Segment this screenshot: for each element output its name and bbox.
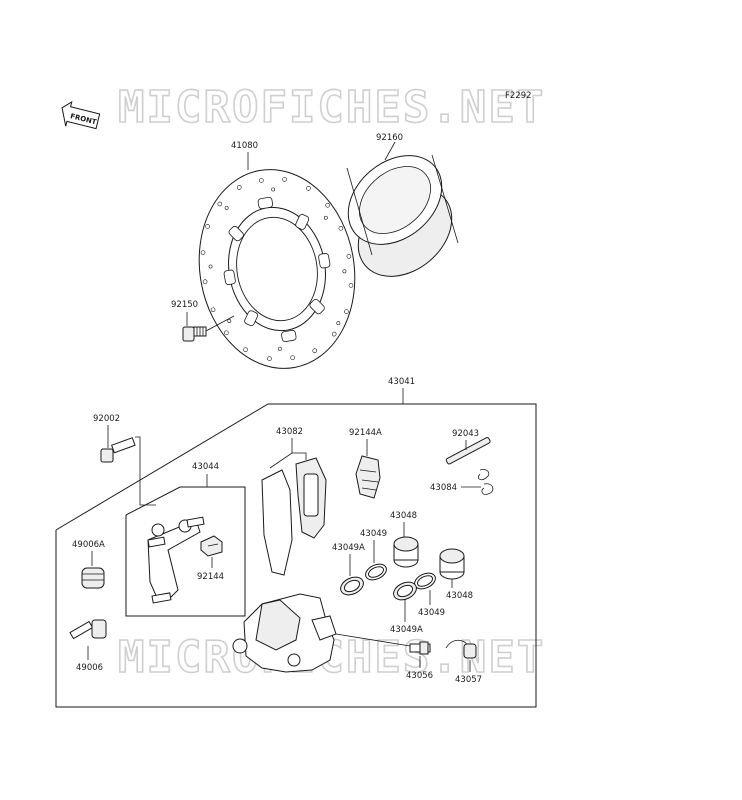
watermark-top: MICROFICHES.NET	[118, 82, 545, 133]
label-43041[interactable]: 43041	[388, 377, 415, 387]
brake-disc-41080[interactable]	[184, 157, 370, 381]
cap-43057[interactable]	[445, 639, 477, 659]
bolt-92150[interactable]	[182, 326, 207, 342]
pin-92043[interactable]	[445, 437, 491, 481]
clip-92144[interactable]	[200, 535, 223, 557]
leader-92002b	[135, 436, 156, 506]
figure-code: F2292	[505, 91, 532, 101]
piston-43048-upper[interactable]	[393, 536, 419, 568]
frame-43041	[55, 403, 537, 708]
label-43048b[interactable]: 43048	[446, 591, 473, 601]
label-43082[interactable]: 43082	[276, 427, 303, 437]
leader-43082	[269, 452, 307, 469]
label-49006A[interactable]: 49006A	[72, 540, 105, 550]
seal-43049-lower[interactable]	[412, 570, 438, 592]
bleeder-valve-43056[interactable]	[409, 641, 431, 655]
label-92002[interactable]: 92002	[93, 414, 120, 424]
label-43049a[interactable]: 43049	[360, 529, 387, 539]
leader-92150b	[205, 315, 235, 332]
pad-spring-92144A[interactable]	[355, 455, 381, 499]
leader-43056a	[335, 633, 411, 647]
ring-92160[interactable]	[331, 137, 470, 294]
label-92144[interactable]: 92144	[197, 572, 224, 582]
label-43049Ab[interactable]: 43049A	[390, 625, 423, 635]
leader-92160	[384, 141, 396, 161]
label-92150[interactable]: 92150	[171, 300, 198, 310]
label-92043[interactable]: 92043	[452, 429, 479, 439]
brake-pad-43082[interactable]	[261, 457, 327, 576]
label-41080[interactable]: 41080	[231, 141, 258, 151]
boot-49006A[interactable]	[81, 567, 105, 589]
label-49006[interactable]: 49006	[76, 663, 103, 673]
slide-pin-49006[interactable]	[69, 619, 107, 640]
label-43044[interactable]: 43044	[192, 462, 219, 472]
dust-seal-43049A-upper[interactable]	[338, 574, 367, 599]
dust-seal-43049A-lower[interactable]	[391, 579, 420, 604]
caliper-body[interactable]	[232, 593, 337, 673]
label-43049b[interactable]: 43049	[418, 608, 445, 618]
label-92144A[interactable]: 92144A	[349, 428, 382, 438]
piston-43048-lower[interactable]	[439, 548, 465, 580]
label-43048a[interactable]: 43048	[390, 511, 417, 521]
label-92160[interactable]: 92160	[376, 133, 403, 143]
seal-43049-upper[interactable]	[363, 561, 389, 583]
front-arrow-icon: FRONT	[61, 100, 101, 130]
caliper-bracket-43044[interactable]	[147, 516, 205, 604]
frame-43044	[125, 486, 246, 617]
clip-43084[interactable]	[481, 483, 494, 495]
label-43049Aa[interactable]: 43049A	[332, 543, 365, 553]
label-43056[interactable]: 43056	[406, 671, 433, 681]
label-43084[interactable]: 43084	[430, 483, 457, 493]
label-43057[interactable]: 43057	[455, 675, 482, 685]
bolt-92002[interactable]	[100, 437, 136, 463]
